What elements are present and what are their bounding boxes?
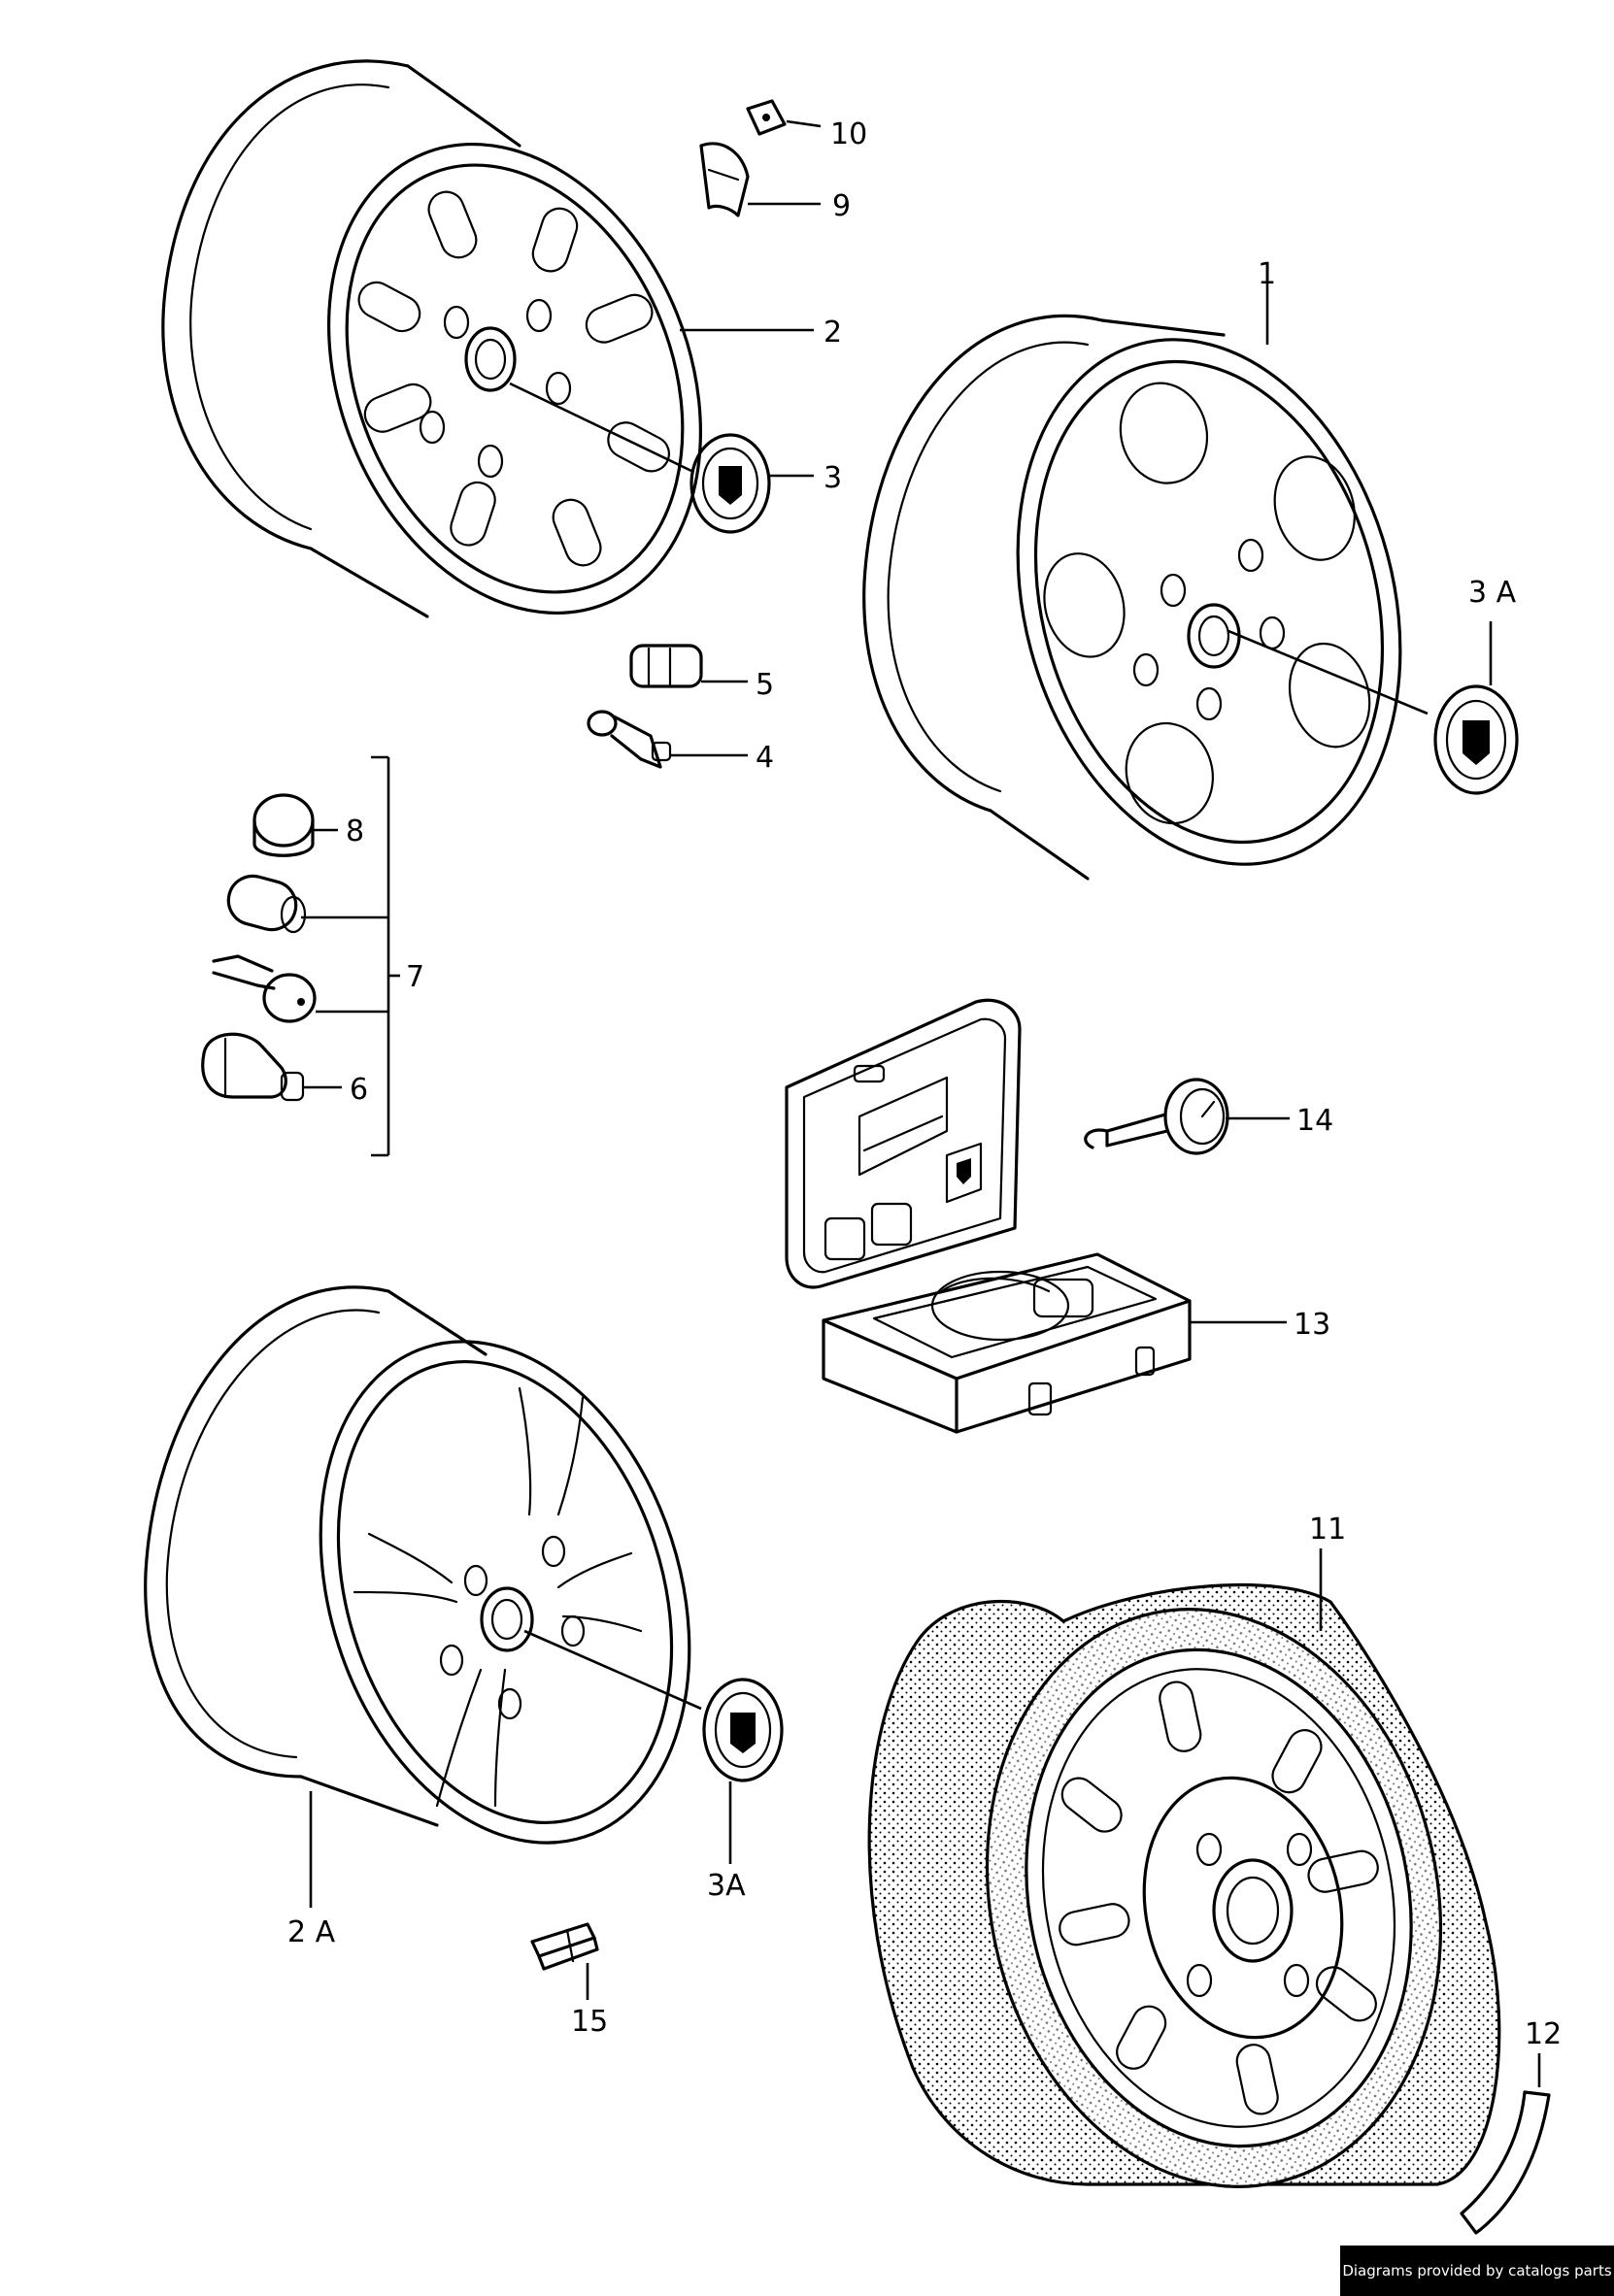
locking-bolt-part-6	[201, 1032, 305, 1102]
callout-3a-top: 3 A	[1468, 576, 1517, 610]
valve-cap-part-5	[629, 644, 703, 688]
bracket-part-7	[371, 755, 400, 1157]
valve-stem-part-4	[587, 710, 672, 769]
callout-7: 7	[406, 960, 424, 994]
adapter-sleeve	[226, 874, 307, 934]
callout-13: 13	[1294, 1308, 1330, 1342]
repair-kit-case-part-13	[785, 998, 1192, 1434]
weight-part-15	[530, 1922, 599, 1971]
weight-part-9	[699, 142, 750, 217]
tire-wheel-part-11	[867, 1582, 1501, 2188]
wheel-part-2	[161, 59, 702, 618]
callout-9: 9	[832, 189, 851, 223]
wheel-part-1	[862, 314, 1402, 881]
callout-15: 15	[571, 2005, 608, 2039]
center-cap-part-3	[689, 433, 771, 534]
callout-14: 14	[1296, 1104, 1333, 1138]
callout-6: 6	[350, 1073, 368, 1107]
weight-part-10	[746, 99, 787, 136]
center-cap-part-3a-bottom	[702, 1678, 784, 1782]
label-part-12	[1460, 2090, 1551, 2235]
lock-key	[212, 954, 317, 1023]
pressure-gauge-part-14	[1084, 1078, 1229, 1155]
wheel-part-2a	[144, 1285, 691, 1845]
callout-8: 8	[346, 815, 364, 849]
cap-part-8	[252, 793, 315, 857]
credit-banner: Diagrams provided by catalogs parts	[1340, 2246, 1614, 2296]
callout-1: 1	[1258, 257, 1276, 291]
callout-5: 5	[756, 668, 774, 702]
callout-12: 12	[1525, 2017, 1562, 2051]
center-cap-part-3a-top	[1433, 684, 1519, 795]
callout-3: 3	[824, 461, 842, 495]
callout-10: 10	[830, 117, 867, 151]
callout-11: 11	[1309, 1513, 1346, 1547]
callout-2a: 2 A	[287, 1915, 336, 1949]
callout-2: 2	[824, 316, 842, 349]
callout-3a-bottom: 3A	[707, 1869, 746, 1903]
callout-4: 4	[756, 741, 774, 775]
